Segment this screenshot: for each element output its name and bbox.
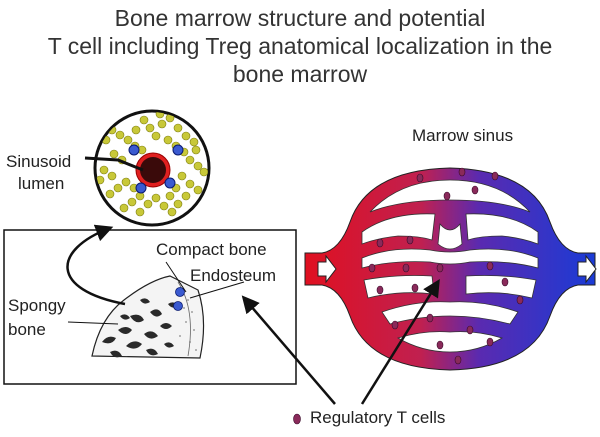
- title-line-1: Bone marrow structure and potential: [114, 5, 486, 31]
- diagram-title: Bone marrow structure and potential T ce…: [0, 4, 600, 88]
- treg-pointer-sinus: [360, 279, 440, 405]
- label-spongy: Spongy: [8, 296, 66, 315]
- label-compact-bone: Compact bone: [156, 240, 267, 259]
- treg-cells-sinus: [368, 167, 524, 365]
- title-line-3: bone marrow: [232, 61, 368, 87]
- label-lumen: lumen: [18, 174, 65, 193]
- marrow-sinus-network: [304, 167, 597, 371]
- legend-treg-icon: [293, 413, 301, 425]
- label-bone: bone: [8, 320, 46, 339]
- title-line-2: T cell including Treg anatomical localiz…: [47, 33, 553, 59]
- inflow-arrow-icon: [317, 254, 337, 284]
- sinusoid-magnified-view: [84, 109, 211, 227]
- label-endosteum: Endosteum: [190, 266, 276, 285]
- legend-label: Regulatory T cells: [310, 408, 446, 427]
- label-sinusoid: Sinusoid: [6, 152, 72, 171]
- outflow-arrow-icon: [577, 254, 597, 284]
- treg-pointer-endosteum: [241, 295, 336, 405]
- label-marrow-sinus: Marrow sinus: [412, 126, 514, 145]
- magnification-arrow: [66, 224, 126, 306]
- bone-illustration: [91, 275, 205, 359]
